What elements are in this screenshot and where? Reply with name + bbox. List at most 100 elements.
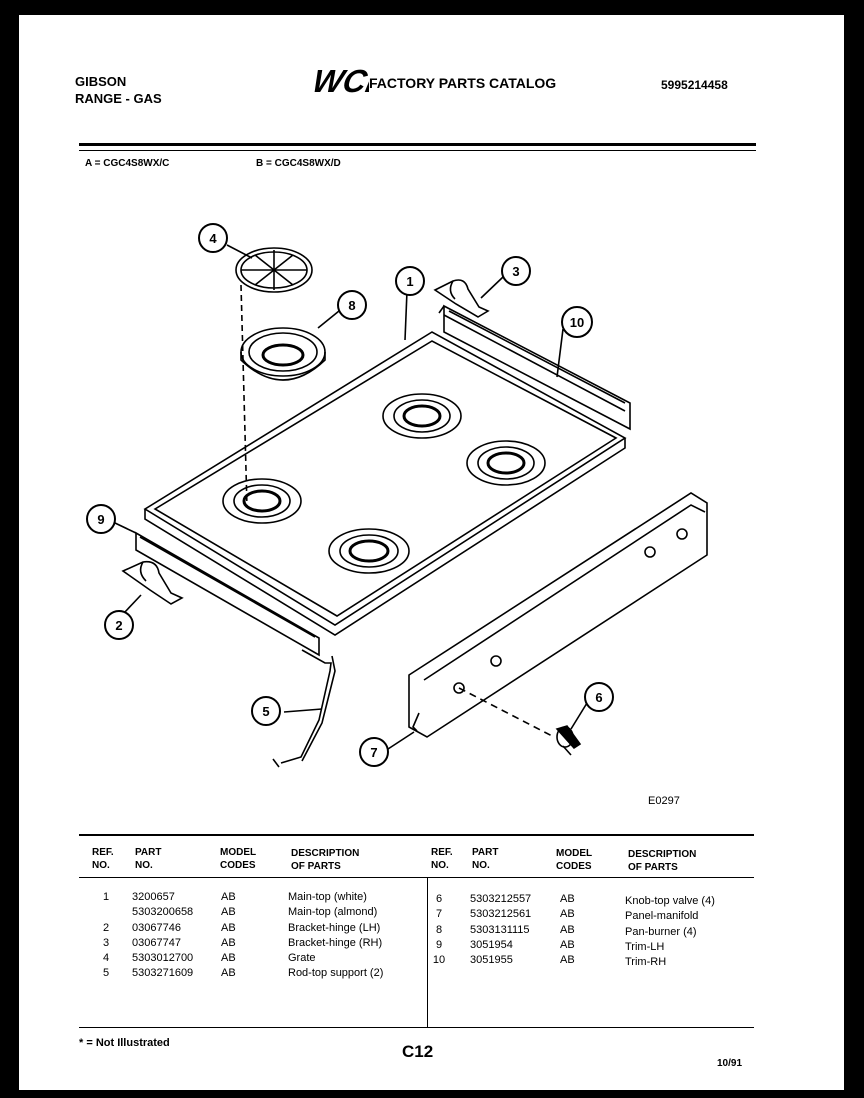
callout-10: 10 xyxy=(561,306,593,338)
not-illustrated-note: * = Not Illustrated xyxy=(79,1037,170,1049)
callout-4: 4 xyxy=(198,223,228,253)
left-part-column: 3200657 5303200658 03067746 03067747 530… xyxy=(132,890,193,982)
table-cell: AB xyxy=(560,893,575,905)
table-cell: Pan-burner (4) xyxy=(625,925,697,938)
grate xyxy=(235,247,313,293)
left-ref-column: 1 2 3 4 5 xyxy=(101,890,111,982)
table-cell: 03067747 xyxy=(132,936,181,949)
rod-top-support xyxy=(272,649,336,768)
header-description: DESCRIPTION OF PARTS xyxy=(291,848,360,872)
header-rule-thin xyxy=(79,150,756,151)
table-cell: AB xyxy=(221,891,236,903)
svg-text:7: 7 xyxy=(370,745,377,760)
left-desc-column: Main-top (white) Main-top (almond) Brack… xyxy=(288,890,383,982)
knob-leader xyxy=(458,687,555,738)
table-cell: 9 xyxy=(435,938,443,951)
table-cell: Rod-top support (2) xyxy=(288,967,384,980)
catalog-page: GIBSON RANGE - GAS WCI FACTORY PARTS CAT… xyxy=(19,15,844,1090)
grate-leader xyxy=(240,284,248,508)
brand-name: GIBSON xyxy=(75,74,127,89)
table-cell: AB xyxy=(221,936,236,949)
table-cell: 2 xyxy=(102,921,110,934)
svg-text:WCI: WCI xyxy=(309,63,369,97)
header-model-codes: MODEL CODES xyxy=(220,847,257,871)
table-cell: AB xyxy=(221,967,236,980)
callout-9: 9 xyxy=(86,504,116,534)
header-part-no: PART NO. xyxy=(135,847,162,871)
trim-lh xyxy=(135,531,320,657)
table-cell: 5303271609 xyxy=(132,967,194,980)
main-top xyxy=(143,331,627,636)
callout-7: 7 xyxy=(359,737,389,767)
callout-3: 3 xyxy=(501,256,531,286)
table-cell: 5 xyxy=(102,967,110,980)
catalog-number: 5995214458 xyxy=(661,78,728,92)
table-cell: 10 xyxy=(432,954,446,967)
bracket-hinge-lh xyxy=(121,560,184,605)
header-rule-thick xyxy=(79,143,756,146)
catalog-title: FACTORY PARTS CATALOG xyxy=(369,75,557,91)
brand-block: GIBSON RANGE - GAS xyxy=(75,73,162,107)
page-number: C12 xyxy=(402,1042,434,1061)
table-header-rule xyxy=(79,877,754,878)
table-cell: 3200657 xyxy=(132,891,175,903)
bracket-hinge-rh xyxy=(433,279,490,318)
svg-text:4: 4 xyxy=(209,231,217,246)
table-cell: 5303212561 xyxy=(470,908,532,921)
table-cell: 8 xyxy=(435,923,443,936)
table-cell: 7 xyxy=(435,908,443,921)
table-cell: AB xyxy=(221,952,236,965)
svg-text:8: 8 xyxy=(348,298,355,313)
table-cell: 5303131115 xyxy=(470,923,530,936)
table-cell: 3 xyxy=(102,936,110,949)
panel-manifold xyxy=(408,492,708,738)
table-cell: Trim-RH xyxy=(625,956,667,969)
table-cell: AB xyxy=(560,954,575,967)
table-cell: 3051955 xyxy=(470,954,513,967)
table-cell: 03067746 xyxy=(132,921,181,934)
svg-text:10: 10 xyxy=(570,315,584,330)
svg-text:2: 2 xyxy=(115,618,122,633)
table-cell: AB xyxy=(221,921,236,934)
callout-6: 6 xyxy=(584,682,614,712)
header-ref-no: REF. NO. xyxy=(92,847,114,871)
svg-text:3: 3 xyxy=(512,264,519,279)
svg-text:5: 5 xyxy=(262,704,269,719)
svg-text:6: 6 xyxy=(595,690,602,705)
table-cell: AB xyxy=(560,938,575,951)
table-cell: Knob-top valve (4) xyxy=(625,895,715,907)
pan-burner xyxy=(240,327,326,381)
diagram-code: E0297 xyxy=(648,795,680,807)
table-cell: Main-top (almond) xyxy=(288,906,378,919)
table-cell: AB xyxy=(221,906,236,919)
header-model-codes-right: MODEL CODES xyxy=(556,848,593,872)
revision-date: 10/91 xyxy=(717,1058,743,1069)
callout-1: 1 xyxy=(395,266,425,296)
table-cell: 5303200658 xyxy=(132,906,194,919)
right-model-column: AB AB AB AB AB xyxy=(560,892,575,968)
header-description-right: DESCRIPTION OF PARTS xyxy=(628,849,697,873)
table-cell: 5303212557 xyxy=(470,893,532,905)
callout-2: 2 xyxy=(104,610,134,640)
wci-logo: WCI xyxy=(309,63,369,97)
product-type: RANGE - GAS xyxy=(75,91,162,106)
table-cell: 6 xyxy=(435,893,443,905)
trim-rh xyxy=(438,304,631,431)
model-b: B = CGC4S8WX/D xyxy=(256,158,341,169)
callout-5: 5 xyxy=(251,696,281,726)
table-column-divider xyxy=(427,877,428,1027)
right-part-column: 5303212557 5303212561 5303131115 3051954… xyxy=(470,892,531,968)
table-cell: AB xyxy=(560,908,575,921)
table-cell: 1 xyxy=(102,891,110,903)
table-bottom-rule xyxy=(79,1027,754,1028)
header-part-no-right: PART NO. xyxy=(472,847,499,871)
right-ref-column: 6 7 8 9 10 xyxy=(431,892,447,968)
left-model-column: AB AB AB AB AB AB xyxy=(221,890,236,982)
callout-8: 8 xyxy=(337,290,367,320)
svg-text:1: 1 xyxy=(406,274,413,289)
model-a: A = CGC4S8WX/C xyxy=(85,158,170,169)
table-cell: 4 xyxy=(102,952,110,965)
right-desc-column: Knob-top valve (4) Panel-manifold Pan-bu… xyxy=(625,894,715,970)
table-top-rule xyxy=(79,834,754,836)
table-cell: AB xyxy=(560,923,575,936)
